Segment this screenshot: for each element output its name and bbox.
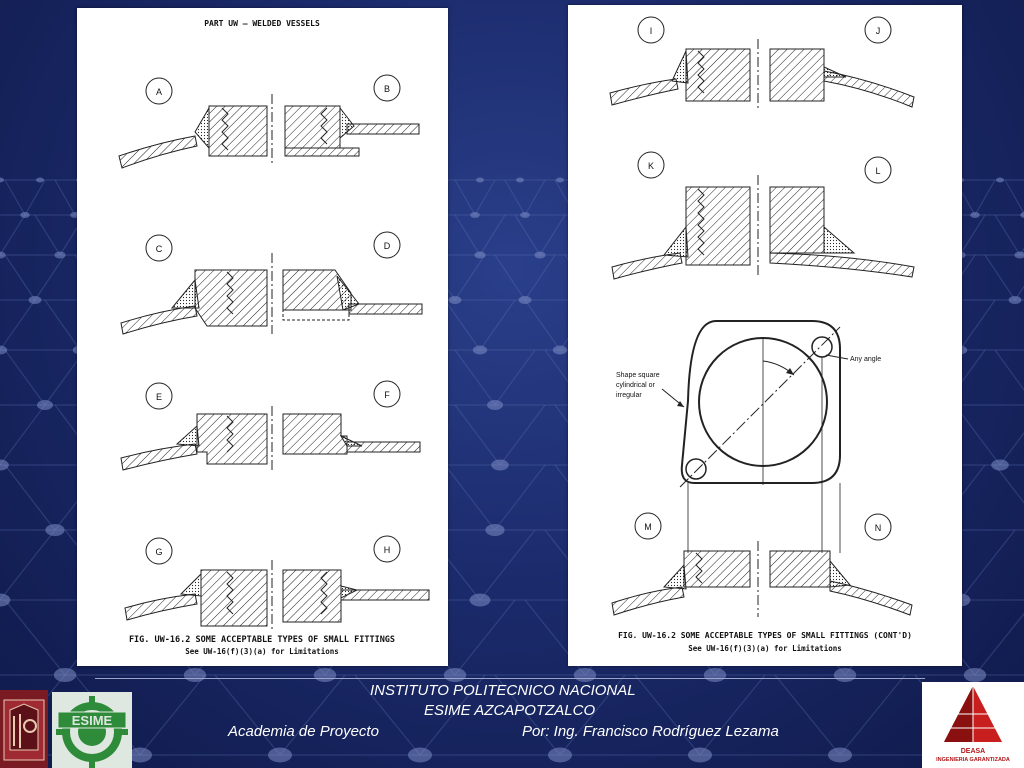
- footer-divider: [95, 678, 925, 679]
- detail-label-c: C: [156, 244, 163, 254]
- detail-row-cd: C D: [120, 231, 423, 335]
- fittings-drawing-a-h: PART UW — WELDED VESSELS A B C D: [118, 19, 430, 656]
- annotation-shape-line-1: Shape square: [616, 372, 660, 379]
- plan-view-flange: Any angle Shape square cylindrical or ir…: [616, 320, 881, 553]
- detail-label-e: E: [156, 392, 162, 402]
- detail-row-gh: G H: [124, 535, 430, 632]
- deasa-logo-tagline: INGENIERIA GARANTIZADA: [936, 757, 1010, 763]
- detail-label-m: M: [644, 522, 652, 532]
- detail-label-j: J: [876, 26, 881, 36]
- footer-author: Por: Ing. Francisco Rodríguez Lezama: [522, 723, 779, 740]
- ipn-logo: [0, 690, 48, 768]
- detail-row-ef: E F: [120, 380, 421, 472]
- figure-caption-sub: See UW-16(f)(3)(a) for Limitations: [688, 644, 842, 653]
- annotation-shape-line-2: cylindrical or: [616, 382, 656, 389]
- figure-caption: FIG. UW-16.2 SOME ACCEPTABLE TYPES OF SM…: [618, 631, 912, 640]
- figure-caption: FIG. UW-16.2 SOME ACCEPTABLE TYPES OF SM…: [129, 635, 395, 645]
- detail-row-ab: A B: [118, 74, 420, 169]
- figure-header: PART UW — WELDED VESSELS: [204, 19, 320, 28]
- footer-institution: INSTITUTO POLITECNICO NACIONAL: [370, 682, 636, 699]
- footer-academy: Academia de Proyecto: [228, 723, 379, 740]
- detail-label-i: I: [650, 26, 653, 36]
- detail-label-a: A: [156, 87, 162, 97]
- figure-caption-sub: See UW-16(f)(3)(a) for Limitations: [185, 647, 339, 656]
- detail-label-d: D: [384, 241, 391, 251]
- deasa-logo-name: DEASA: [960, 748, 986, 755]
- detail-row-mn: M N: [611, 512, 913, 617]
- figure-panel-right: I J K L: [568, 5, 962, 666]
- detail-label-n: N: [875, 523, 882, 533]
- annotation-shape-line-3: irregular: [616, 392, 642, 399]
- detail-label-g: G: [155, 547, 162, 557]
- detail-label-b: B: [384, 84, 390, 94]
- detail-label-h: H: [384, 545, 391, 555]
- deasa-logo: DEASA INGENIERIA GARANTIZADA: [922, 682, 1024, 768]
- footer-school: ESIME AZCAPOTZALCO: [424, 702, 596, 719]
- detail-row-ij: I J: [609, 16, 915, 109]
- detail-row-kl: K L: [611, 151, 915, 280]
- annotation-any-angle: Any angle: [850, 356, 881, 363]
- detail-label-k: K: [648, 161, 654, 171]
- svg-text:ESIME: ESIME: [72, 713, 113, 728]
- detail-label-f: F: [384, 390, 390, 400]
- fittings-drawing-i-n: I J K L: [609, 16, 915, 653]
- esime-logo: ESIME: [52, 692, 132, 768]
- figure-panel-left: PART UW — WELDED VESSELS A B C D: [77, 8, 448, 666]
- detail-label-l: L: [875, 166, 880, 176]
